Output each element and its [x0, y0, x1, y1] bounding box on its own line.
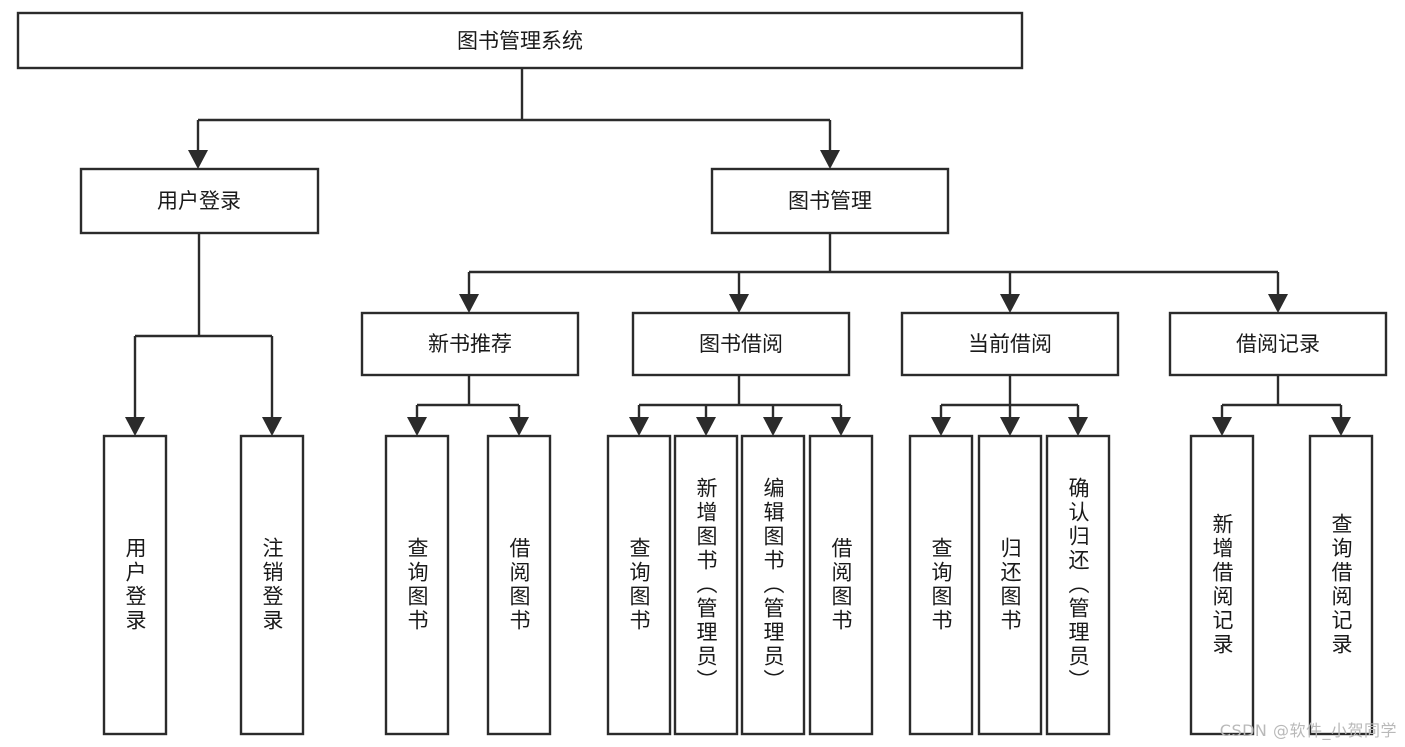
- leaf-label: 查询图书: [929, 537, 953, 633]
- book-manage-box[interactable]: [710, 167, 950, 235]
- arrow-root-to-user-login: [188, 150, 208, 169]
- leaf-box[interactable]: [740, 434, 806, 736]
- leaf-box[interactable]: [1308, 434, 1374, 736]
- leaf-current-borrow-1[interactable]: 查询图书: [908, 434, 974, 736]
- book-borrow-label: 图书借阅: [699, 332, 783, 356]
- leaf-label: 查询借阅记录: [1329, 513, 1353, 657]
- leaf-book-borrow-1[interactable]: 查询图书: [606, 434, 672, 736]
- user-login-label: 用户登录: [157, 189, 241, 213]
- leaf-book-borrow-4[interactable]: 借阅图书: [808, 434, 874, 736]
- arrow-book-borrow-leaf-3: [763, 417, 783, 436]
- new-book-recommend-box[interactable]: [360, 311, 580, 377]
- arrow-book-borrow-leaf-2: [696, 417, 716, 436]
- leaf-label: 用户登录: [123, 537, 147, 633]
- leaf-user-login-1[interactable]: 用户登录: [102, 434, 168, 736]
- arrow-root-to-book-manage: [820, 150, 840, 169]
- arrow-new-book-leaf-2: [509, 417, 529, 436]
- leaf-label: 查询图书: [405, 537, 429, 633]
- leaf-label: 归还图书: [998, 537, 1022, 633]
- node-current-borrow[interactable]: 当前借阅: [900, 311, 1120, 377]
- leaf-current-borrow-3[interactable]: 确认归还（管理员）: [1045, 434, 1111, 736]
- leaf-borrow-record-2[interactable]: 查询借阅记录: [1308, 434, 1374, 736]
- leaf-label: 新增图书（管理员）: [694, 477, 718, 693]
- arrow-current-borrow-leaf-3: [1068, 417, 1088, 436]
- node-new-book-recommend[interactable]: 新书推荐: [360, 311, 580, 377]
- book-manage-label: 图书管理: [788, 189, 872, 213]
- current-borrow-box[interactable]: [900, 311, 1120, 377]
- leaf-box[interactable]: [908, 434, 974, 736]
- borrow-record-label: 借阅记录: [1236, 332, 1320, 356]
- leaf-user-login-2[interactable]: 注销登录: [239, 434, 305, 736]
- arrow-user-login-leaf-2: [262, 417, 282, 436]
- arrow-to-current-borrow: [1000, 294, 1020, 313]
- leaf-label: 借阅图书: [507, 537, 531, 633]
- arrow-to-new-book-recommend: [459, 294, 479, 313]
- leaf-box[interactable]: [808, 434, 874, 736]
- root-label: 图书管理系统: [457, 29, 583, 53]
- leaf-box[interactable]: [606, 434, 672, 736]
- leaf-label: 注销登录: [260, 537, 284, 633]
- arrow-user-login-leaf-1: [125, 417, 145, 436]
- leaf-book-borrow-2[interactable]: 新增图书（管理员）: [673, 434, 739, 736]
- leaf-box[interactable]: [102, 434, 168, 736]
- book-borrow-box[interactable]: [631, 311, 851, 377]
- node-borrow-record[interactable]: 借阅记录: [1168, 311, 1388, 377]
- borrow-record-box[interactable]: [1168, 311, 1388, 377]
- arrow-book-borrow-leaf-1: [629, 417, 649, 436]
- arrow-new-book-leaf-1: [407, 417, 427, 436]
- arrow-current-borrow-leaf-2: [1000, 417, 1020, 436]
- leaf-label: 确认归还（管理员）: [1066, 477, 1090, 693]
- node-user-login[interactable]: 用户登录: [79, 167, 320, 235]
- arrow-borrow-record-leaf-2: [1331, 417, 1351, 436]
- arrow-to-book-borrow: [729, 294, 749, 313]
- leaf-label: 编辑图书（管理员）: [761, 477, 785, 693]
- leaf-box[interactable]: [1189, 434, 1255, 736]
- node-book-manage[interactable]: 图书管理: [710, 167, 950, 235]
- arrow-book-borrow-leaf-4: [831, 417, 851, 436]
- leaf-label: 借阅图书: [829, 537, 853, 633]
- new-book-recommend-label: 新书推荐: [428, 332, 512, 356]
- leaf-box[interactable]: [1045, 434, 1111, 736]
- user-login-box[interactable]: [79, 167, 320, 235]
- leaf-label: 新增借阅记录: [1210, 513, 1234, 657]
- connector-layer: [125, 68, 1351, 436]
- arrow-borrow-record-leaf-1: [1212, 417, 1232, 436]
- leaf-new-book-1[interactable]: 查询图书: [384, 434, 450, 736]
- leaf-label: 查询图书: [627, 537, 651, 633]
- leaf-box[interactable]: [673, 434, 739, 736]
- leaf-box[interactable]: [486, 434, 552, 736]
- arrow-current-borrow-leaf-1: [931, 417, 951, 436]
- root-box[interactable]: [16, 11, 1024, 70]
- leaf-borrow-record-1[interactable]: 新增借阅记录: [1189, 434, 1255, 736]
- leaf-book-borrow-3[interactable]: 编辑图书（管理员）: [740, 434, 806, 736]
- arrow-to-borrow-record: [1268, 294, 1288, 313]
- node-book-borrow[interactable]: 图书借阅: [631, 311, 851, 377]
- leaf-new-book-2[interactable]: 借阅图书: [486, 434, 552, 736]
- leaf-box[interactable]: [384, 434, 450, 736]
- node-root[interactable]: 图书管理系统: [16, 11, 1024, 70]
- leaf-box[interactable]: [239, 434, 305, 736]
- leaf-box[interactable]: [977, 434, 1043, 736]
- current-borrow-label: 当前借阅: [968, 332, 1052, 356]
- leaf-current-borrow-2[interactable]: 归还图书: [977, 434, 1043, 736]
